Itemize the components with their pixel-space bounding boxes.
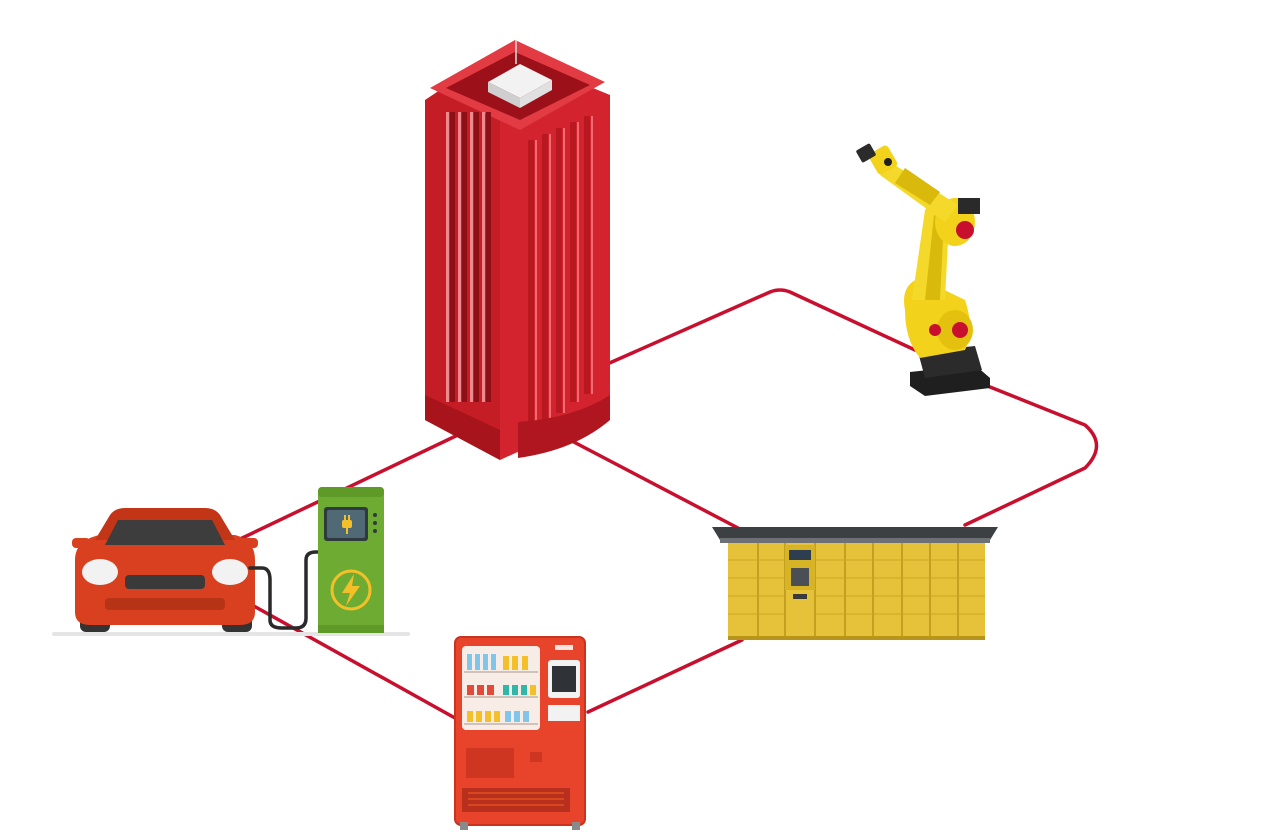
lightning-bolt-icon [330, 569, 372, 611]
data-center-tower-icon [425, 40, 610, 460]
electric-car-icon [52, 508, 410, 636]
edge-locker-vending [586, 638, 744, 714]
edge-robot-locker [963, 383, 1099, 527]
connection-lines [236, 288, 1099, 720]
ev-charging-station-icon [318, 487, 384, 633]
industrial-robot-arm-icon [856, 143, 990, 396]
plug-icon [342, 515, 352, 534]
edge-tower-locker [568, 438, 740, 530]
edge-tower-robot [603, 288, 917, 367]
edge-car-tower [236, 431, 464, 542]
edge-vending-car [250, 603, 457, 720]
parcel-locker-icon [712, 527, 998, 640]
vending-machine-icon [454, 636, 586, 830]
